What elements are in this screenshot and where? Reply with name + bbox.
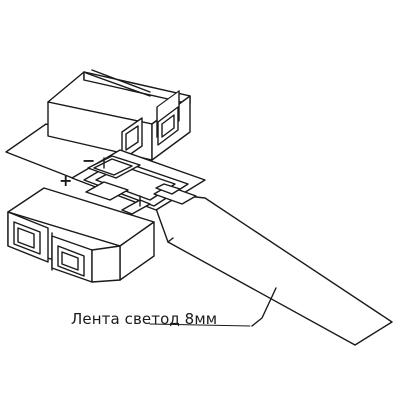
caption-leader-line <box>251 287 277 327</box>
center-clip <box>71 149 206 215</box>
upper-connector <box>47 69 191 161</box>
led-strip-caption: Лента светод 8мм <box>71 310 218 328</box>
led-strip-right <box>149 191 393 346</box>
minus-mark: − <box>82 151 95 170</box>
plus-mark: + <box>59 171 72 190</box>
lower-connector <box>7 187 155 283</box>
